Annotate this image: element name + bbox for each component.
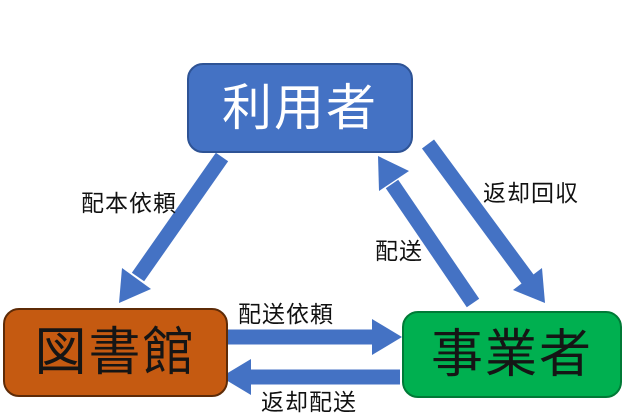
- node-business-label: 事業者: [430, 325, 593, 384]
- arrow-haiso-irai: [227, 319, 402, 355]
- edge-label-henkyaku-kaishu: 返却回収: [483, 180, 579, 206]
- edge-label-haiso-irai: 配送依頼: [238, 301, 334, 327]
- arrow-haiso-head: [378, 156, 409, 191]
- arrow-haihon-irai: [119, 152, 229, 303]
- edge-label-haiso: 配送: [375, 238, 423, 264]
- arrow-haihon-irai-shaft: [131, 152, 229, 282]
- edge-label-haihon-irai: 配本依頼: [81, 190, 177, 216]
- arrow-henkyaku-haiso: [221, 359, 400, 395]
- arrow-haiso-irai-head: [372, 319, 402, 355]
- arrow-henkyaku-kaishu-shaft: [421, 139, 536, 286]
- arrow-henkyaku-kaishu-head: [513, 268, 545, 303]
- arrow-haiso: [378, 156, 480, 308]
- node-library-label: 図書館: [34, 323, 197, 382]
- arrow-henkyaku-haiso-head: [221, 359, 251, 395]
- node-library: 図書館: [3, 308, 228, 397]
- arrow-henkyaku-kaishu: [421, 139, 545, 303]
- node-user: 利用者: [187, 63, 413, 153]
- arrow-haiso-shaft: [385, 179, 480, 308]
- node-user-label: 利用者: [222, 80, 378, 136]
- edge-label-henkyaku-haiso: 返却配送: [261, 389, 357, 415]
- arrow-haihon-irai-head: [119, 268, 151, 303]
- node-business: 事業者: [402, 311, 622, 398]
